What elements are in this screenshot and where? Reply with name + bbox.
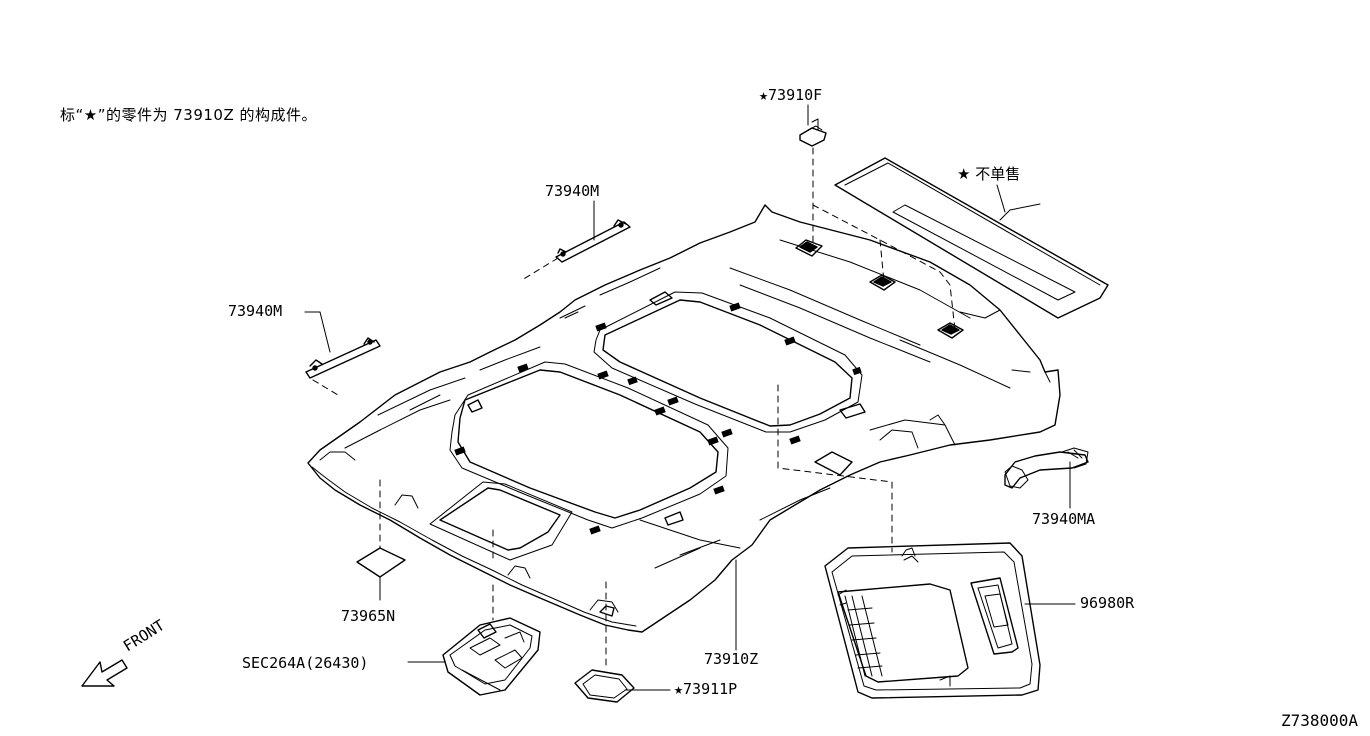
headlining-clips bbox=[454, 302, 862, 535]
sunroof-frame-module bbox=[824, 542, 1041, 699]
not-sold-pad bbox=[834, 157, 1109, 319]
not-sold-label: ★ 不单售 bbox=[957, 165, 1021, 183]
component-note: 标“★”的零件为 73910Z 的构成件。 bbox=[60, 106, 318, 124]
visor-holder-brackets bbox=[795, 239, 964, 339]
star-icon: ★ bbox=[674, 680, 684, 698]
assist-grip-left bbox=[305, 337, 381, 379]
part-label-73910Z: 73910Z bbox=[704, 650, 759, 668]
part-label-73940M-top: 73940M bbox=[545, 182, 600, 200]
dashed-connector-lines bbox=[312, 147, 956, 671]
assist-grip-ma bbox=[1004, 447, 1089, 489]
part-label-73911P: ★73911P bbox=[674, 680, 737, 698]
diagram-code: Z738000A bbox=[1280, 711, 1358, 730]
part-label-73965N: 73965N bbox=[341, 607, 396, 625]
part-label-73940MA: 73940MA bbox=[1032, 510, 1096, 528]
clip-73910F bbox=[799, 118, 827, 147]
part-number-73911P: 73911P bbox=[683, 680, 738, 698]
part-label-73910F: ★73910F bbox=[759, 86, 823, 104]
pad-73965N bbox=[356, 547, 406, 578]
part-label-73940M-left: 73940M bbox=[228, 302, 283, 320]
leader-lines bbox=[304, 104, 1076, 691]
front-arrow bbox=[81, 659, 128, 687]
bezel-73911P bbox=[574, 669, 635, 703]
map-lamp bbox=[442, 617, 541, 696]
headlining-panel bbox=[307, 204, 1061, 633]
assist-grip-top bbox=[555, 219, 631, 263]
part-label-96980R: 96980R bbox=[1080, 594, 1135, 612]
part-label-sec264a: SEC264A(26430) bbox=[242, 654, 369, 672]
